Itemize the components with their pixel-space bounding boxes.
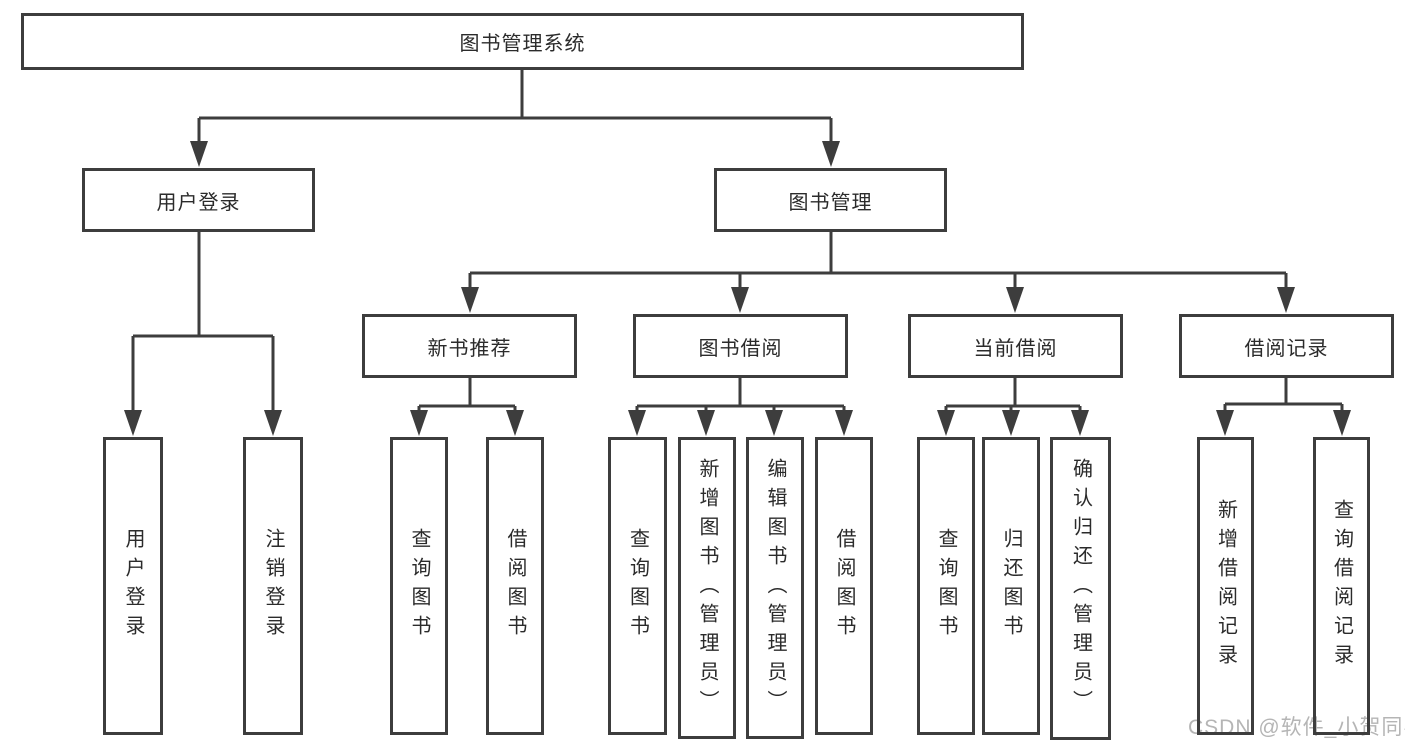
node-book-borrow: 图书借阅 <box>633 314 848 378</box>
leaf-query-books-borrow: 查询图书 <box>608 437 667 735</box>
node-current-borrow: 当前借阅 <box>908 314 1123 378</box>
leaf-return-books: 归还图书 <box>982 437 1040 735</box>
leaf-query-books-borrow-label: 查询图书 <box>626 528 649 644</box>
leaf-edit-books-admin: 编辑图书（管理员） <box>746 437 804 739</box>
leaf-query-books-current: 查询图书 <box>917 437 975 735</box>
node-user-login: 用户登录 <box>82 168 315 232</box>
node-library-management-system: 图书管理系统 <box>21 13 1024 70</box>
leaf-query-books-current-label: 查询图书 <box>935 528 957 644</box>
leaf-borrow-books: 借阅图书 <box>815 437 873 735</box>
node-borrow-records: 借阅记录 <box>1179 314 1394 378</box>
leaf-query-borrow-record: 查询借阅记录 <box>1313 437 1370 735</box>
leaf-query-books-recommend: 查询图书 <box>390 437 448 735</box>
leaf-edit-books-admin-label: 编辑图书（管理员） <box>764 457 786 719</box>
leaf-add-books-admin: 新增图书（管理员） <box>678 437 736 739</box>
csdn-watermark: CSDN @软件_小贺同学 <box>1188 716 1405 739</box>
node-book-management: 图书管理 <box>714 168 947 232</box>
leaf-query-books-recommend-label: 查询图书 <box>408 528 430 644</box>
leaf-confirm-return-admin-label: 确认归还（管理员） <box>1069 458 1092 719</box>
node-new-book-recommend: 新书推荐 <box>362 314 577 378</box>
leaf-user-login: 用户登录 <box>103 437 163 735</box>
leaf-add-borrow-record: 新增借阅记录 <box>1197 437 1254 735</box>
leaf-borrow-books-recommend-label: 借阅图书 <box>504 528 526 644</box>
leaf-logout-label: 注销登录 <box>262 528 284 644</box>
leaf-borrow-books-label: 借阅图书 <box>833 528 855 644</box>
leaf-borrow-books-recommend: 借阅图书 <box>486 437 544 735</box>
leaf-logout: 注销登录 <box>243 437 303 735</box>
leaf-add-borrow-record-label: 新增借阅记录 <box>1214 499 1237 673</box>
leaf-return-books-label: 归还图书 <box>1000 528 1022 644</box>
leaf-confirm-return-admin: 确认归还（管理员） <box>1050 437 1111 740</box>
leaf-query-borrow-record-label: 查询借阅记录 <box>1330 499 1353 673</box>
leaf-user-login-label: 用户登录 <box>122 528 144 644</box>
leaf-add-books-admin-label: 新增图书（管理员） <box>696 457 718 719</box>
